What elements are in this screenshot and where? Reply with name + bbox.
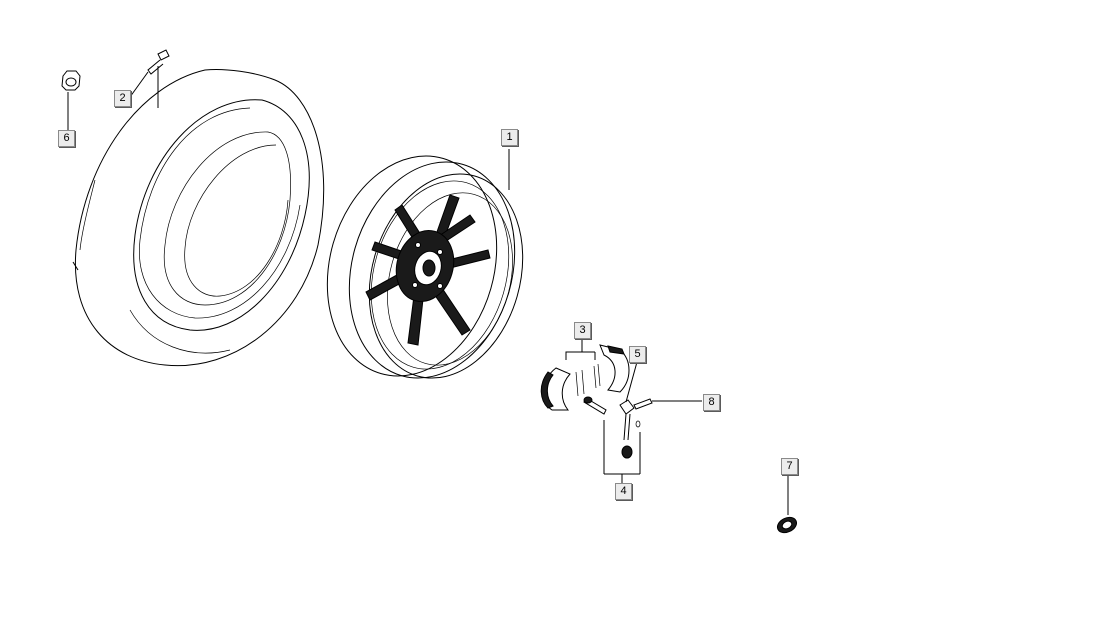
brake-shoes-drawing: [540, 340, 630, 411]
rim-drawing: [326, 149, 524, 379]
nut-drawing: [61, 70, 81, 130]
callout-4[interactable]: 4: [615, 483, 632, 500]
valve-drawing: [129, 49, 170, 108]
brake-lever-drawing: [619, 361, 641, 459]
callout-1[interactable]: 1: [501, 129, 518, 146]
lever-pin-drawing: [633, 398, 702, 410]
callout-2[interactable]: 2: [114, 90, 131, 107]
brake-cam-drawing: [583, 396, 641, 484]
callout-7[interactable]: 7: [781, 458, 798, 475]
tire-drawing: [72, 69, 325, 367]
washer-drawing: [776, 476, 798, 534]
callout-5[interactable]: 5: [629, 346, 646, 363]
callout-8[interactable]: 8: [703, 394, 720, 411]
callout-3[interactable]: 3: [574, 322, 591, 339]
callout-6[interactable]: 6: [58, 130, 75, 147]
